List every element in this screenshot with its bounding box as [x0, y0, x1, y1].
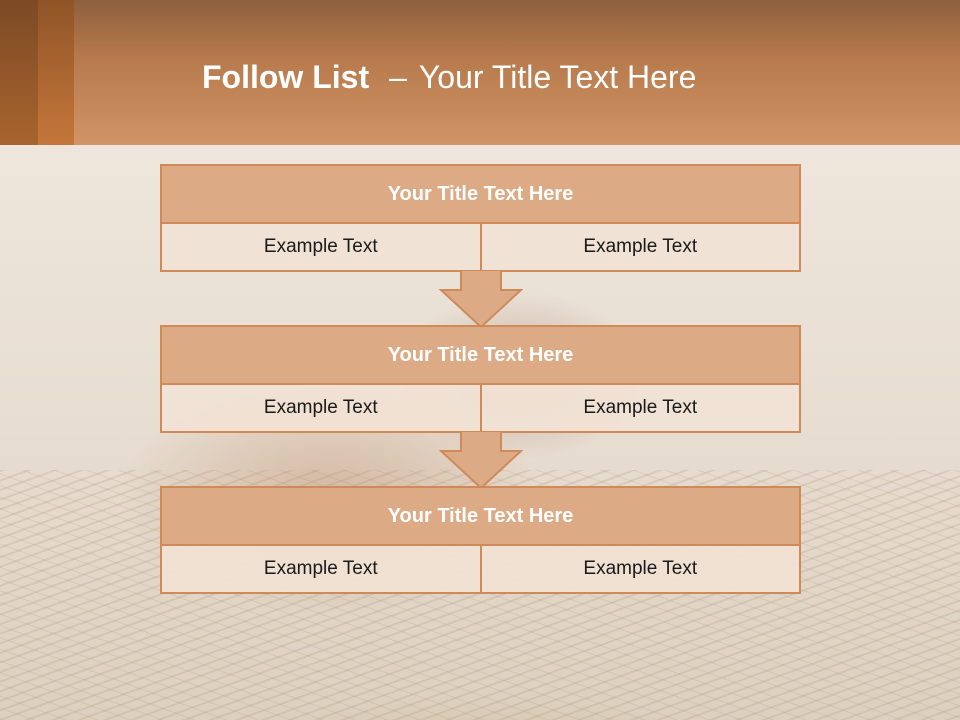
down-arrow-icon	[439, 431, 523, 489]
block-cell-left: Example Text	[263, 397, 378, 418]
header-accent-dark	[0, 0, 38, 145]
block-row: Example Text Example Text	[162, 385, 799, 431]
slide-title-separator: –	[389, 59, 407, 95]
block-cell-left: Example Text	[263, 558, 378, 579]
list-block-2: Your Title Text Here Example Text Exampl…	[160, 325, 801, 433]
list-block-1: Your Title Text Here Example Text Exampl…	[160, 164, 801, 272]
header-accent-light	[38, 0, 74, 145]
slide-title-rest: Your Title Text Here	[418, 59, 697, 95]
block-row: Example Text Example Text	[162, 546, 799, 592]
slide-title: Follow List–Your Title Text Here	[202, 55, 696, 99]
block-title: Your Title Text Here	[162, 488, 799, 546]
block-cell-right: Example Text	[479, 546, 800, 592]
block-cell-right: Example Text	[479, 224, 800, 270]
block-cell-left: Example Text	[263, 236, 378, 257]
list-block-3: Your Title Text Here Example Text Exampl…	[160, 486, 801, 594]
down-arrow-icon	[439, 270, 523, 328]
slide-title-bold: Follow List	[202, 59, 370, 95]
block-row: Example Text Example Text	[162, 224, 799, 270]
block-title: Your Title Text Here	[162, 327, 799, 385]
block-title: Your Title Text Here	[162, 166, 799, 224]
block-cell-right: Example Text	[479, 385, 800, 431]
header-band	[0, 0, 960, 145]
